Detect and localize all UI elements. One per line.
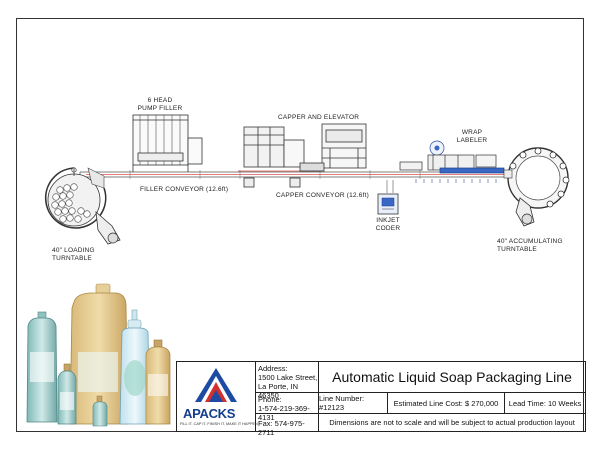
address-line1: 1500 Lake Street, bbox=[258, 373, 318, 382]
pump-filler-label: 6 HEAD PUMP FILLER bbox=[132, 97, 188, 113]
loading-turntable-label-line1: 40" LOADING bbox=[52, 247, 95, 254]
conveyor-segment-ticks bbox=[129, 170, 421, 179]
accumulating-turntable-label-line2: TURNTABLE bbox=[497, 246, 537, 253]
phone-number: 1-574-219-369-4131 bbox=[258, 404, 310, 422]
small-bottle-front bbox=[57, 363, 77, 425]
capper-elevator bbox=[243, 123, 367, 188]
wrap-labeler bbox=[399, 140, 505, 183]
tiny-bottle bbox=[92, 395, 108, 427]
loading-turntable-label-line2: TURNTABLE bbox=[52, 255, 92, 262]
company-logo-cell: APACKS FILL IT. CAP IT. FINISH IT. MAKE … bbox=[176, 361, 258, 432]
loading-turntable bbox=[44, 167, 121, 245]
inkjet-coder-label-line1: INKJET bbox=[376, 217, 400, 224]
loading-turntable-label: 40" LOADING TURNTABLE bbox=[52, 247, 95, 263]
filler-conveyor-label: FILLER CONVEYOR (12.6ft) bbox=[140, 186, 229, 193]
gallon-jug bbox=[69, 283, 129, 425]
pump-filler-label-line2: PUMP FILLER bbox=[137, 105, 183, 112]
wrap-labeler-label-line1: WRAP bbox=[461, 129, 483, 136]
company-logo-text: APACKS bbox=[183, 406, 236, 421]
capper-label: CAPPER AND ELEVATOR bbox=[278, 114, 360, 121]
lead-time: Lead Time: 10 Weeks bbox=[508, 398, 582, 408]
phone-label: Phone: bbox=[258, 395, 282, 404]
lead-time-cell: Lead Time: 10 Weeks bbox=[504, 392, 586, 414]
disclaimer-cell: Dimensions are not to scale and will be … bbox=[318, 413, 586, 432]
drawing-title: Automatic Liquid Soap Packaging Line bbox=[332, 369, 572, 385]
address-label: Address: bbox=[258, 364, 288, 373]
line-number-cell: Line Number: #12123 bbox=[318, 392, 388, 414]
fax-cell: Fax: 574-975-2711 bbox=[255, 413, 319, 437]
fax-number: Fax: 574-975-2711 bbox=[258, 419, 305, 437]
inkjet-coder-label: INKJET CODER bbox=[370, 217, 406, 233]
wrap-labeler-label: WRAP LABELER bbox=[452, 129, 492, 145]
line-number: Line Number: #12123 bbox=[319, 394, 365, 412]
address-cell: Address: 1500 Lake Street, La Porte, IN … bbox=[255, 361, 319, 400]
title-block: APACKS FILL IT. CAP IT. FINISH IT. MAKE … bbox=[176, 361, 586, 437]
accumulating-turntable bbox=[503, 147, 570, 227]
disclaimer: Dimensions are not to scale and will be … bbox=[329, 418, 575, 427]
address-line2: La Porte, IN 46350 bbox=[258, 382, 299, 400]
company-tagline: FILL IT. CAP IT. FINISH IT. MAKE IT HAPP… bbox=[180, 422, 258, 426]
line-cost: Estimated Line Cost: $ 270,000 bbox=[393, 398, 499, 408]
line-cost-cell: Estimated Line Cost: $ 270,000 bbox=[387, 392, 505, 414]
accumulating-turntable-label: 40" ACCUMULATING TURNTABLE bbox=[497, 238, 563, 254]
inkjet-coder-label-line2: CODER bbox=[375, 225, 401, 232]
pump-filler-label-line1: 6 HEAD bbox=[147, 97, 173, 104]
drawing-title-cell: Automatic Liquid Soap Packaging Line bbox=[318, 361, 586, 393]
phone-cell: Phone: 1-574-219-369-4131 bbox=[255, 392, 319, 422]
soap-bottles-photo bbox=[26, 283, 171, 427]
apacks-logo-icon bbox=[195, 368, 237, 402]
tall-bottle-right bbox=[145, 339, 171, 425]
pump-filler bbox=[132, 114, 203, 172]
inkjet-coder bbox=[377, 180, 399, 215]
pump-bottle bbox=[119, 309, 151, 425]
wrap-labeler-label-line2: LABELER bbox=[456, 137, 488, 144]
tall-bottle-left bbox=[26, 311, 58, 423]
capper-conveyor-label: CAPPER CONVEYOR (12.6ft) bbox=[276, 192, 369, 199]
accumulating-turntable-label-line1: 40" ACCUMULATING bbox=[497, 238, 563, 245]
